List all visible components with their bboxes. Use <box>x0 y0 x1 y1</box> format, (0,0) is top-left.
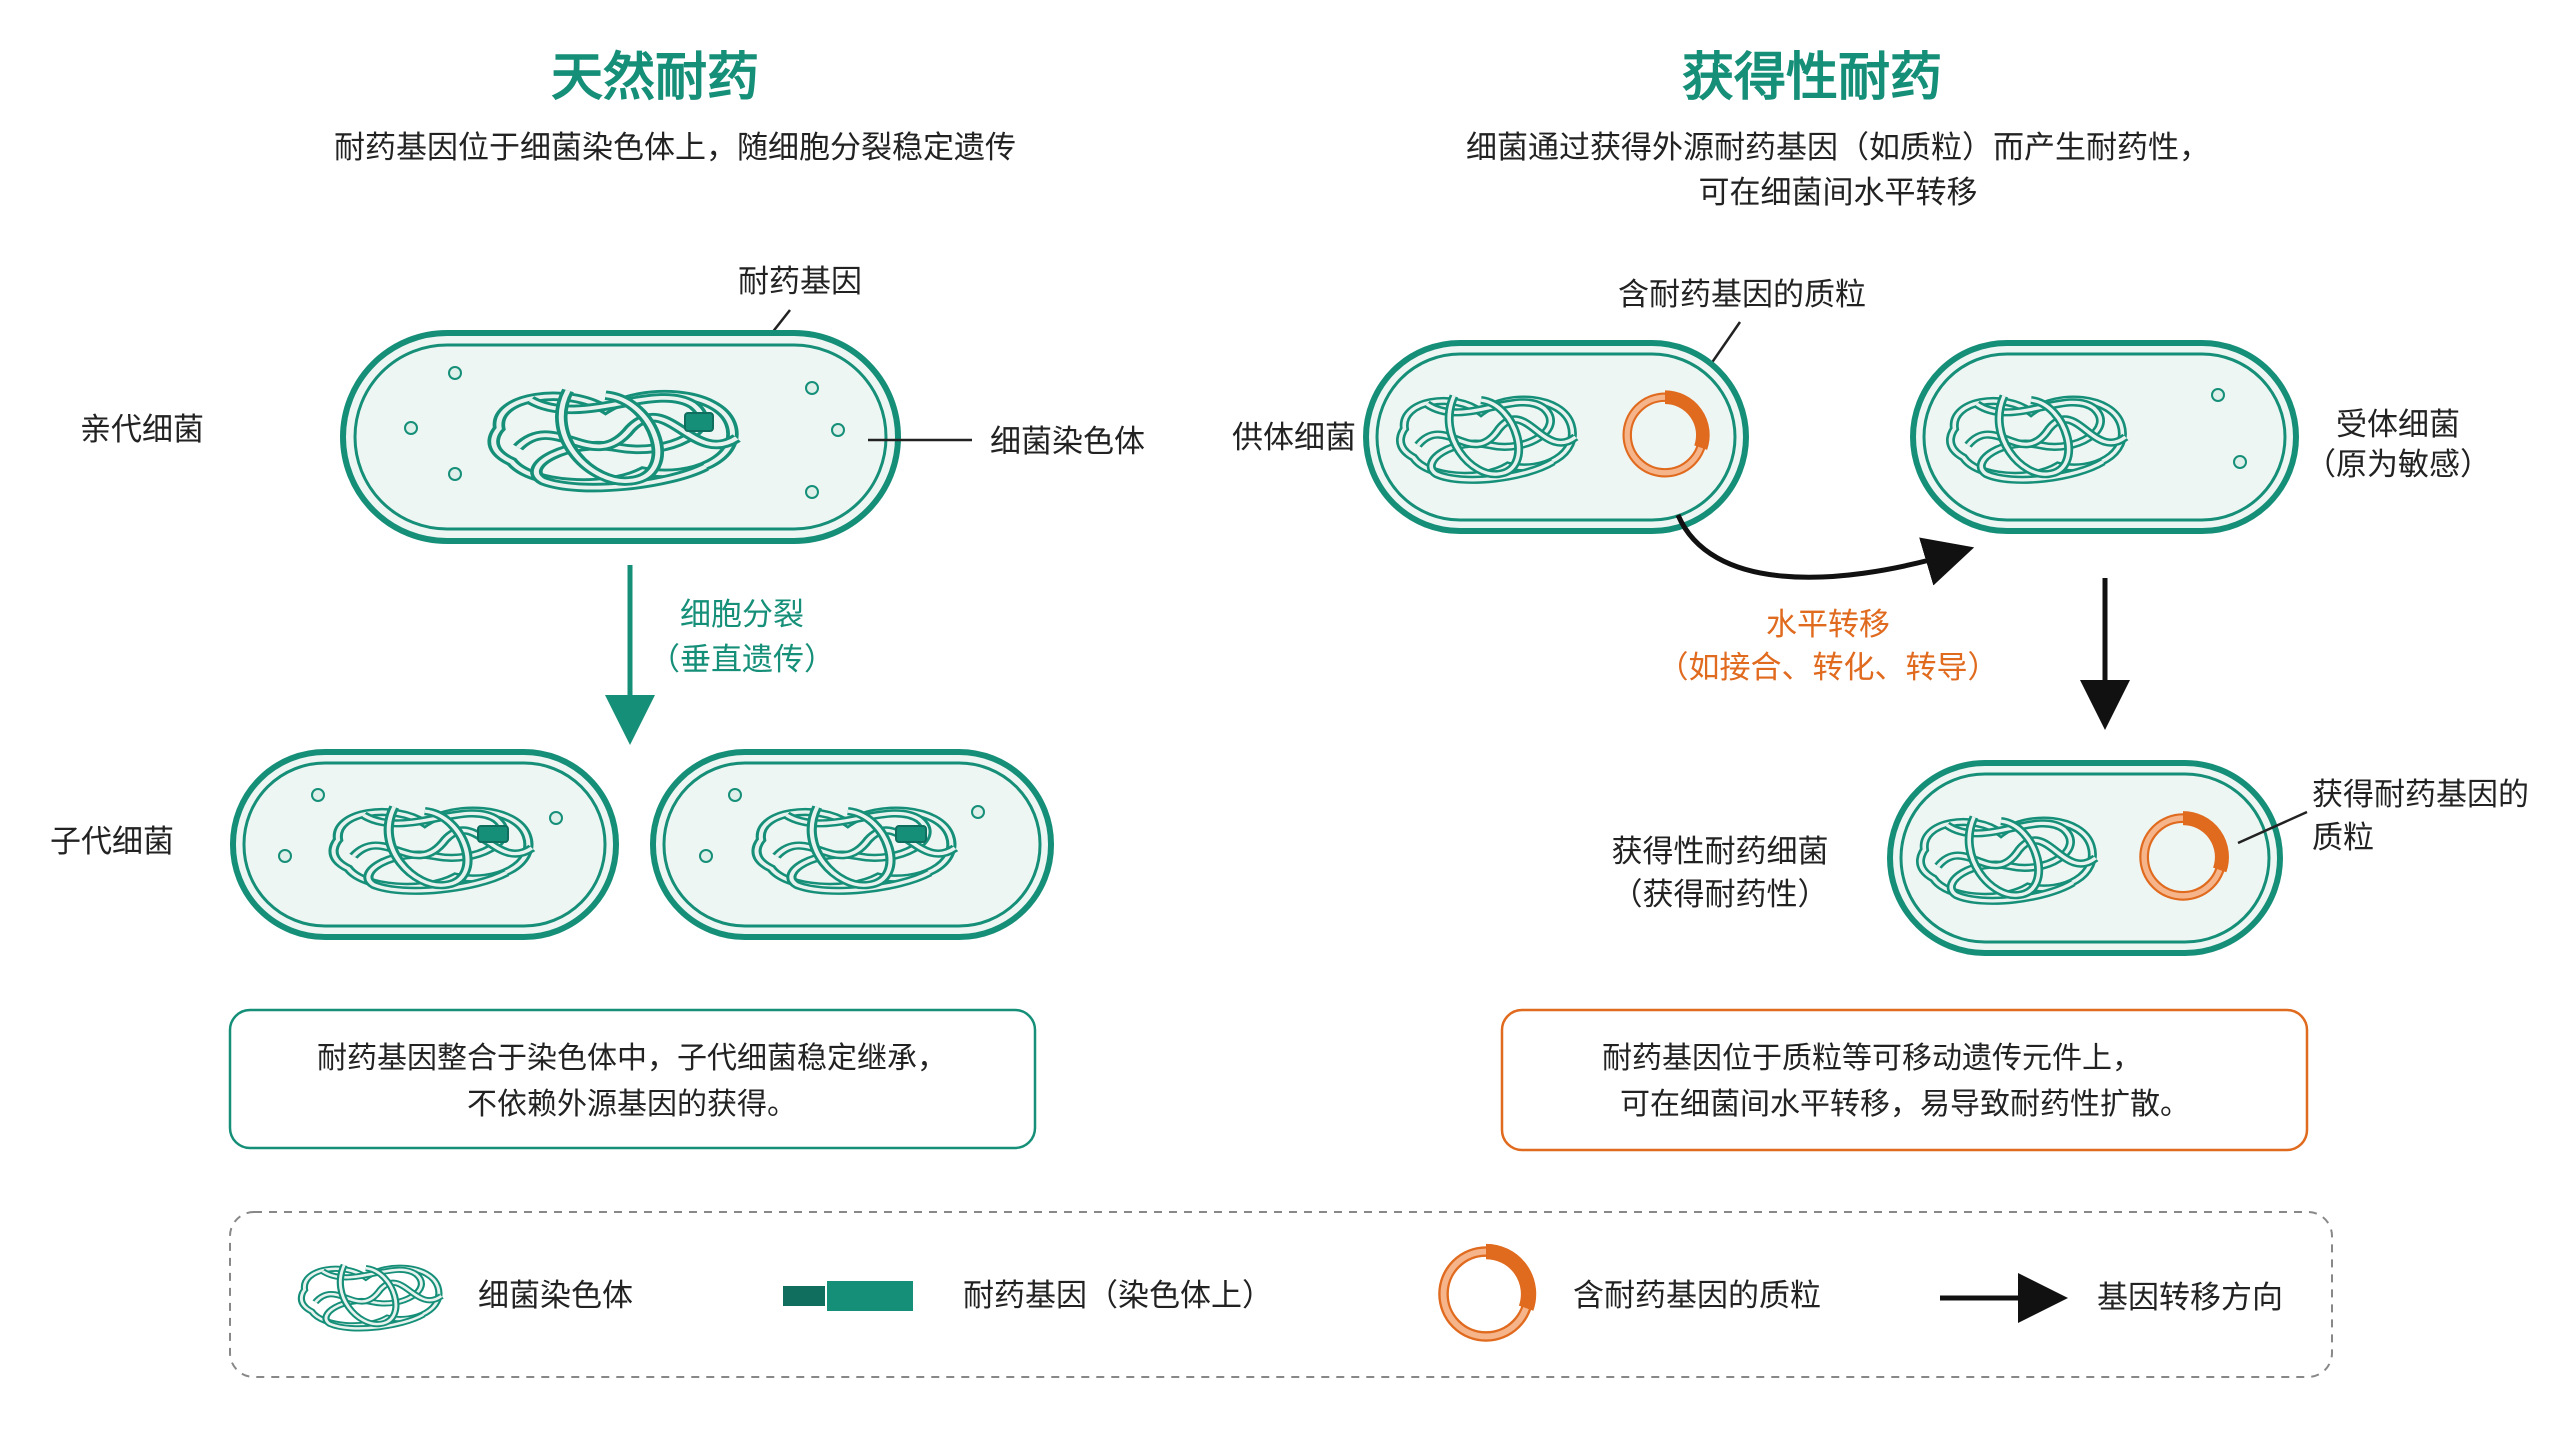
legend-gene-label: 耐药基因（染色体上） <box>963 1278 1273 1314</box>
division-label: 细胞分裂 <box>680 597 804 633</box>
legend-plasmid-label: 含耐药基因的质粒 <box>1573 1278 1821 1314</box>
left-note-box <box>228 1008 1037 1150</box>
label-recipient: 受体细菌 <box>2336 407 2460 443</box>
resistance-gene-segment <box>895 825 927 843</box>
label-acquired-plasmid-2: 质粒 <box>2312 820 2374 856</box>
label-chromosome: 细菌染色体 <box>990 424 1145 460</box>
legend-arrow-label: 基因转移方向 <box>2097 1280 2283 1316</box>
label-donor-bacteria: 供体细菌 <box>1232 420 1356 456</box>
label-parent-bacteria: 亲代细菌 <box>80 412 204 448</box>
parent-bacterium <box>340 330 901 544</box>
legend-chromosome-label: 细菌染色体 <box>478 1278 633 1314</box>
left-title: 天然耐药 <box>551 48 759 108</box>
recipient-bacterium <box>1910 340 2299 534</box>
legend-gene-icon <box>783 1281 913 1311</box>
label-plasmid: 含耐药基因的质粒 <box>1618 277 1866 313</box>
left-note-line1: 耐药基因整合于染色体中，子代细菌稳定继承， <box>317 1041 947 1076</box>
label-acquired-resistant-note: （获得耐药性） <box>1612 877 1829 913</box>
label-resistance-gene: 耐药基因 <box>738 264 862 300</box>
acquired-resistant-bacterium <box>1887 760 2283 956</box>
resistance-gene-segment <box>684 412 714 432</box>
label-acquired-plasmid: 获得耐药基因的 <box>2312 777 2529 813</box>
label-recipient-note: （原为敏感） <box>2305 447 2491 483</box>
right-note-line2: 可在细菌间水平转移，易导致耐药性扩散。 <box>1620 1087 2190 1122</box>
offspring-bacterium-1 <box>230 749 619 940</box>
label-offspring-bacteria: 子代细菌 <box>50 824 174 860</box>
acquired-plasmid-pointer <box>2237 810 2308 845</box>
left-note-line2: 不依赖外源基因的获得。 <box>467 1087 797 1122</box>
offspring-bacterium-2 <box>650 749 1054 940</box>
right-note-box <box>1500 1008 2309 1152</box>
legend-box <box>229 1211 2333 1378</box>
horizontal-transfer-arrow <box>1675 514 1975 586</box>
right-title: 获得性耐药 <box>1682 48 1942 108</box>
transfer-label: 水平转移 <box>1766 607 1890 643</box>
division-sublabel: （垂直遗传） <box>649 642 835 678</box>
left-subtitle: 耐药基因位于细菌染色体上，随细胞分裂稳定遗传 <box>334 130 1016 166</box>
right-note-line1: 耐药基因位于质粒等可移动遗传元件上， <box>1602 1041 2142 1076</box>
donor-bacterium <box>1363 340 1749 534</box>
right-subtitle-line1: 细菌通过获得外源耐药基因（如质粒）而产生耐药性， <box>1466 130 2210 166</box>
right-subtitle-line2: 可在细菌间水平转移 <box>1699 175 1978 211</box>
transfer-sublabel: （如接合、转化、转导） <box>1658 650 1999 686</box>
label-acquired-resistant: 获得性耐药细菌 <box>1612 834 1829 870</box>
resistance-gene-segment <box>477 825 509 843</box>
